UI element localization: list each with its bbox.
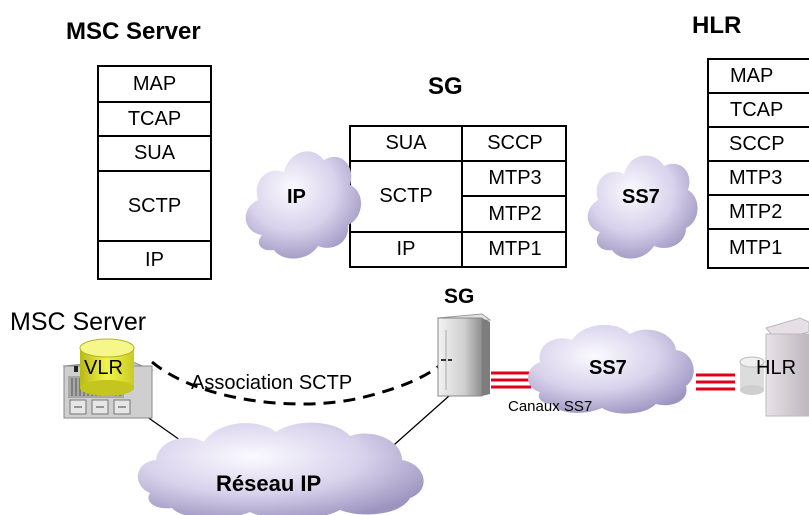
- sg-rack-device: [436, 313, 492, 397]
- hlr-device: [739, 317, 809, 417]
- hlr-protocol-stack: MAP TCAP SCCP MTP3 MTP2 MTP1: [707, 58, 809, 269]
- sg-layer-ip: IP: [396, 238, 416, 260]
- ss7-channels-label: Canaux SS7: [508, 398, 593, 415]
- hlr-title: HLR: [692, 12, 742, 39]
- stack-layer-ip: IP: [145, 248, 164, 271]
- ss7-cloud-label: SS7: [622, 186, 660, 208]
- ip-cloud-top: [245, 151, 362, 259]
- sg-layer-sctp: SCTP: [379, 185, 433, 207]
- hlr-layer-sccp: SCCP: [709, 128, 809, 162]
- msc-server-label: MSC Server: [10, 308, 147, 336]
- association-sctp-label: Association SCTP: [191, 372, 353, 394]
- sg-left-line-1: [351, 160, 461, 162]
- sg-layer-sccp: SCCP: [487, 132, 543, 154]
- sg-divider: [461, 127, 463, 266]
- msc-protocol-stack: MAP TCAP SUA SCTP IP: [97, 65, 212, 280]
- sg-protocol-stack: SUA SCTP IP SCCP MTP3 MTP2 MTP1: [349, 125, 567, 268]
- ss7-cloud-bottom: [528, 324, 694, 414]
- hlr-layer-mtp2: MTP2: [709, 196, 809, 230]
- vlr-label: VLR: [84, 357, 123, 379]
- ip-network-label: Réseau IP: [216, 471, 322, 496]
- stack-layer-sua: SUA: [99, 137, 210, 172]
- hlr-layer-map: MAP: [709, 60, 809, 94]
- msc-server-title: MSC Server: [66, 18, 201, 45]
- hlr-device-label: HLR: [756, 357, 797, 379]
- stack-layer-sctp: SCTP: [99, 172, 210, 242]
- hlr-layer-mtp1: MTP1: [729, 237, 783, 259]
- vlr-database-icon: [74, 338, 135, 396]
- sg-right-line-1: [463, 160, 567, 162]
- hlr-layer-tcap: TCAP: [709, 94, 809, 128]
- ss7-cloud-top: [587, 155, 698, 259]
- hlr-layer-mtp3: MTP3: [709, 162, 809, 196]
- ss7-link-left: [491, 371, 531, 389]
- sg-left-line-2: [351, 231, 461, 233]
- stack-layer-map: MAP: [99, 67, 210, 103]
- ss7-cloud-bottom-label: SS7: [589, 357, 627, 379]
- sg-device-label: SG: [444, 285, 475, 308]
- ip-cloud-label: IP: [287, 186, 306, 208]
- sg-layer-mtp3: MTP3: [488, 167, 542, 189]
- ip-network-cloud: [137, 422, 424, 515]
- sg-layer-mtp1: MTP1: [488, 238, 542, 260]
- sg-title: SG: [428, 73, 463, 100]
- sg-layer-sua: SUA: [385, 132, 427, 154]
- stack-layer-tcap: TCAP: [99, 103, 210, 137]
- sg-right-line-2: [463, 195, 567, 197]
- sg-right-line-3: [463, 231, 567, 233]
- ss7-link-right: [696, 373, 735, 391]
- sg-layer-mtp2: MTP2: [488, 202, 542, 225]
